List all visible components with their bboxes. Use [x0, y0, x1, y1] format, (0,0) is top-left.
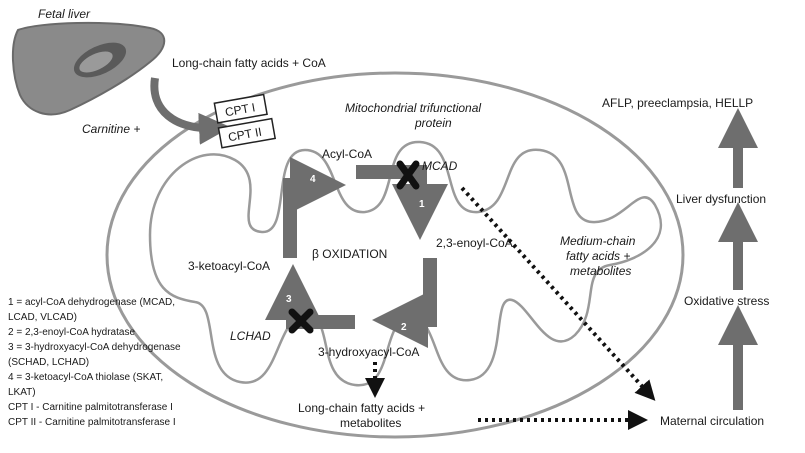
ketoacyl-coa-label: 3-ketoacyl-CoA [188, 259, 270, 273]
legend-line-4: 3 = 3-hydroxyacyl-CoA dehydrogenase [8, 342, 181, 353]
lchad-block-icon [288, 308, 314, 334]
mcad-to-circulation-dotted-arrow [460, 186, 656, 401]
legend-line-9: CPT II - Carnitine palmitotransferase I [8, 417, 176, 428]
mtp-label-line1: Mitochondrial trifunctional [345, 101, 481, 115]
mcad-label: MCAD [422, 159, 458, 173]
arrow-step-4 [283, 157, 346, 258]
liver-to-cpt-arrow [150, 77, 231, 145]
medium-chain-line2: fatty acids + [566, 249, 630, 263]
long-chain-metabolites-line2: metabolites [340, 416, 401, 430]
mtp-label-line2: protein [414, 116, 452, 130]
cpt1-label: CPT I [224, 100, 256, 119]
aflp-label: AFLP, preeclampsia, HELLP [602, 96, 753, 110]
medium-chain-line3: metabolites [570, 264, 631, 278]
hydroxyacyl-coa-label: 3-hydroxyacyl-CoA [318, 345, 419, 359]
legend-line-6: 4 = 3-ketoacyl-CoA thiolase (SKAT, [8, 372, 163, 383]
legend-line-8: CPT I - Carnitine palmitotransferase I [8, 402, 173, 413]
arrow-step-1 [356, 165, 448, 240]
legend-line-2: LCAD, VLCAD) [8, 312, 77, 323]
fetal-liver-label: Fetal liver [38, 7, 91, 21]
fetal-liver-icon [11, 21, 166, 116]
cpt2-label: CPT II [227, 125, 263, 145]
medium-chain-line1: Medium-chain [560, 234, 636, 248]
mitochondrion-outer-membrane [105, 71, 685, 439]
step-2-number: 2 [401, 322, 407, 333]
mcad-block-icon [396, 160, 420, 190]
long-chain-coa-label: Long-chain fatty acids + CoA [172, 56, 326, 70]
legend-line-5: (SCHAD, LCHAD) [8, 357, 89, 368]
arrow-step-3 [265, 264, 355, 329]
step-1-number: 1 [419, 199, 425, 210]
beta-oxidation-label: β OXIDATION [312, 247, 387, 261]
arrow-step-2 [372, 258, 437, 348]
long-chain-metabolites-line1: Long-chain fatty acids + [298, 401, 425, 415]
oxidative-stress-label: Oxidative stress [684, 294, 769, 308]
maternal-circulation-label: Maternal circulation [660, 414, 764, 428]
liver-dysfunction-label: Liver dysfunction [676, 192, 766, 206]
carnitine-label: Carnitine + [82, 122, 140, 136]
enzyme-legend: 1 = acyl-CoA dehydrogenase (MCAD, LCAD, … [8, 297, 181, 428]
cpt1-box: CPT I [213, 93, 268, 124]
step-4-number: 4 [310, 174, 316, 185]
enoyl-coa-label: 2,3-enoyl-CoA [436, 236, 513, 250]
acyl-coa-label: Acyl-CoA [322, 147, 372, 161]
step-3-number: 3 [286, 294, 292, 305]
legend-line-7: LKAT) [8, 387, 36, 398]
lchad-label: LCHAD [230, 329, 271, 343]
legend-line-3: 2 = 2,3-enoyl-CoA hydratase [8, 327, 135, 338]
cpt2-box: CPT II [217, 117, 277, 149]
legend-line-1: 1 = acyl-CoA dehydrogenase (MCAD, [8, 297, 175, 308]
